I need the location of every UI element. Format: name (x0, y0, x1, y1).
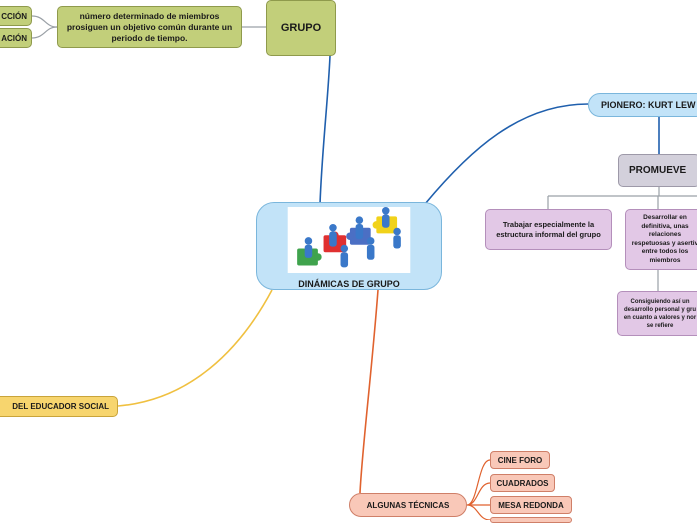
promueve-sub-text: Consiguiendo así un desarrollo personal … (623, 298, 697, 329)
connector-central-grupo (319, 55, 331, 205)
connector-central-educador (117, 289, 273, 407)
tecnica-item-1-label: CINE FORO (497, 455, 543, 465)
promueve-label: PROMUEVE (629, 165, 687, 176)
promueve-node[interactable]: PROMUEVE (618, 154, 697, 187)
central-title: DINÁMICAS DE GRUPO (298, 279, 400, 289)
grupo-left-item-2-label: ACIÓN (1, 33, 27, 43)
grupo-definition-text: número determinado de miembros prosiguen… (66, 10, 233, 43)
tecnicas-node[interactable]: ALGUNAS TÉCNICAS (349, 493, 467, 517)
grupo-left-item-1[interactable]: CCIÓN (0, 6, 32, 26)
connector-tecnicas-items (466, 459, 491, 520)
pionero-node[interactable]: PIONERO: KURT LEW (588, 93, 697, 117)
tecnica-item-1[interactable]: CINE FORO (490, 451, 550, 469)
pionero-label: PIONERO: KURT LEW (601, 100, 696, 110)
educador-node[interactable]: DEL EDUCADOR SOCIAL (0, 396, 118, 417)
tecnica-item-3-label: MESA REDONDA (498, 500, 564, 510)
grupo-left-item-1-label: CCIÓN (1, 11, 27, 21)
tecnica-item-3[interactable]: MESA REDONDA (490, 496, 572, 514)
connector-item1-definition (31, 15, 58, 28)
tecnica-item-2-label: CUADRADOS (496, 478, 549, 488)
promueve-sub[interactable]: Consiguiendo así un desarrollo personal … (617, 291, 697, 336)
connector-promueve-children (547, 187, 697, 209)
grupo-node[interactable]: GRUPO (266, 0, 336, 56)
grupo-left-item-2[interactable]: ACIÓN (0, 28, 32, 48)
promueve-child-1[interactable]: Trabajar especialmente la estructura inf… (485, 209, 612, 250)
promueve-child-2-text: Desarrollar en definitiva, unas relacion… (631, 214, 697, 264)
connector-item2-definition (31, 26, 58, 39)
tecnica-item-4-partial[interactable] (490, 517, 572, 523)
grupo-label: GRUPO (280, 22, 322, 34)
people-puzzle-icon (287, 207, 411, 273)
promueve-child-1-text: Trabajar especialmente la estructura inf… (496, 219, 601, 239)
connector-central-pionero (424, 103, 589, 205)
tecnicas-label: ALGUNAS TÉCNICAS (366, 500, 450, 510)
tecnica-item-2[interactable]: CUADRADOS (490, 474, 555, 492)
central-topic[interactable]: DINÁMICAS DE GRUPO (256, 202, 442, 290)
grupo-definition[interactable]: número determinado de miembros prosiguen… (57, 6, 242, 48)
promueve-child-2[interactable]: Desarrollar en definitiva, unas relacion… (625, 209, 697, 270)
connector-central-tecnicas (359, 289, 379, 494)
educador-label: DEL EDUCADOR SOCIAL (12, 402, 109, 411)
